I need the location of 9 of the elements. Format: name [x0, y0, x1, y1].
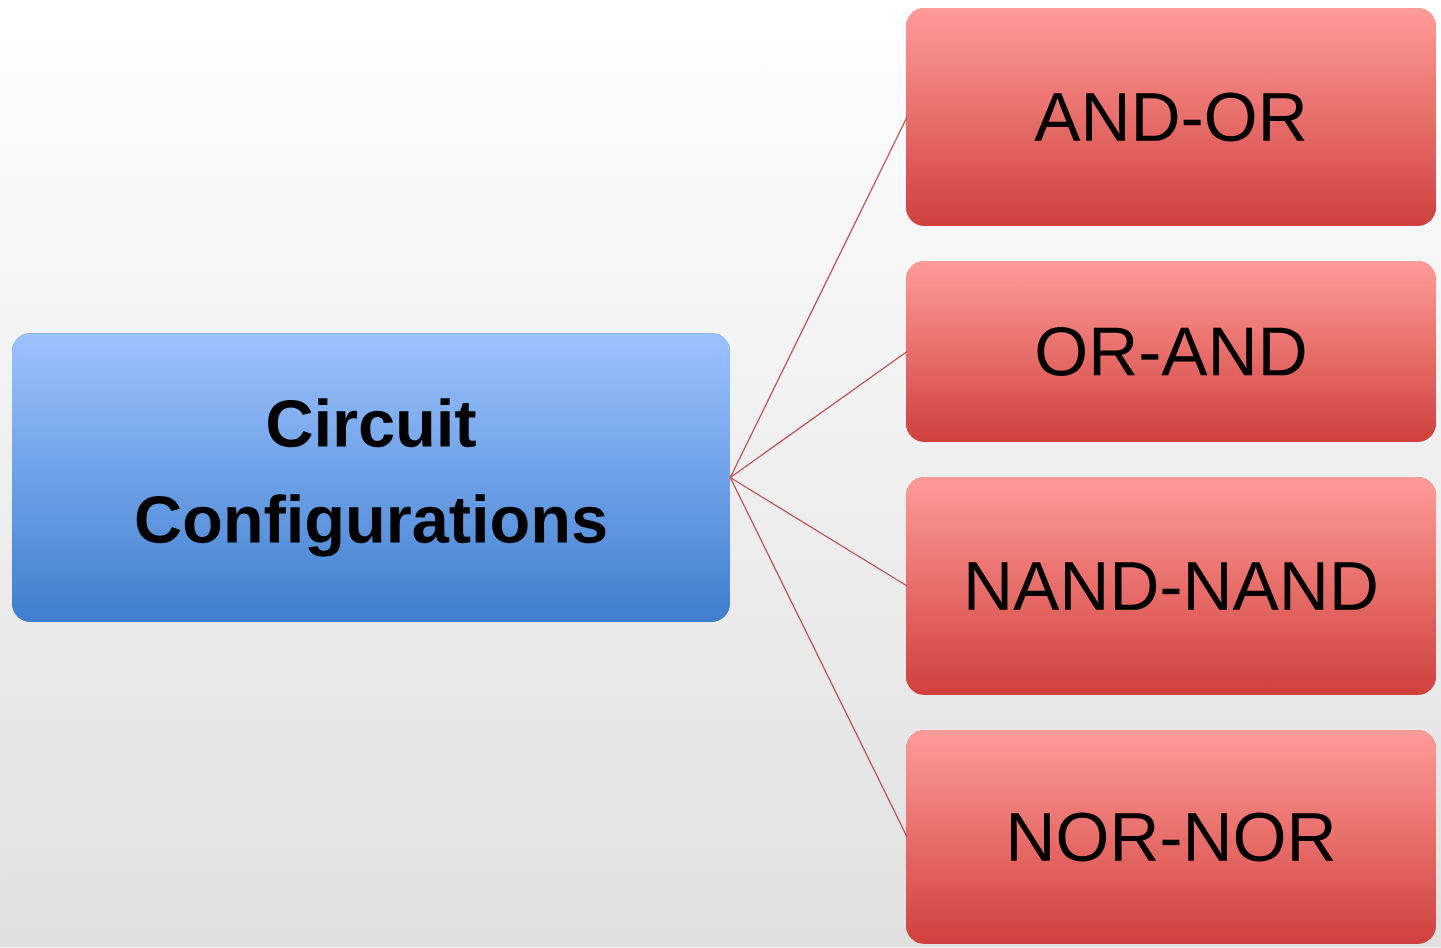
branch-box: NOR-NOR — [906, 730, 1436, 944]
connector-line — [729, 476, 908, 838]
connector-line — [729, 476, 908, 587]
connector-line — [729, 116, 908, 479]
branch-box: OR-AND — [906, 261, 1436, 442]
connector-line — [729, 350, 908, 479]
topic-box: Circuit Configurations — [12, 333, 730, 622]
branch-box: AND-OR — [906, 8, 1436, 226]
branch-box: NAND-NAND — [906, 477, 1436, 695]
